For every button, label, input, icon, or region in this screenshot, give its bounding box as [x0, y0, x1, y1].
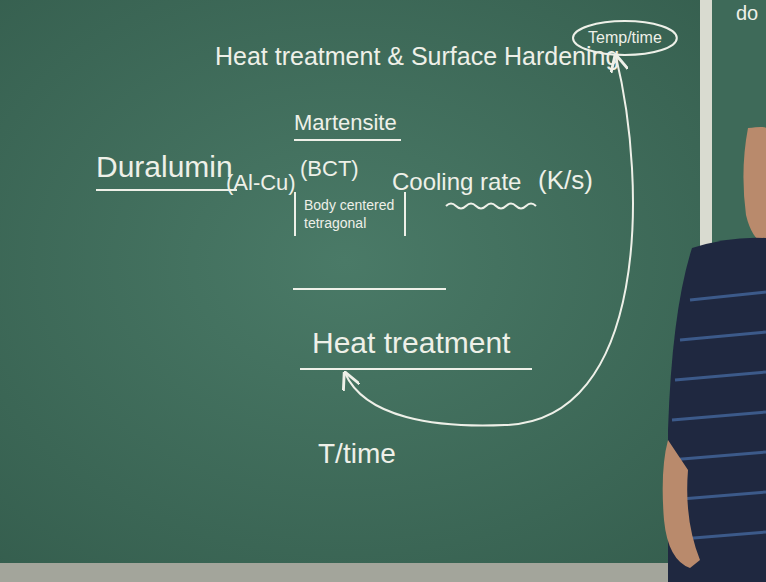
node-text: Temp/time: [588, 29, 662, 47]
node-text: Heat treatment: [312, 326, 510, 360]
next-board: [712, 0, 766, 565]
next-board-text: do: [736, 2, 758, 25]
lecturer-shirt: [668, 238, 766, 582]
alloy-composition: (Al-Cu): [226, 170, 296, 195]
node-text: Body centered tetragonal: [304, 196, 396, 232]
crystal-abbreviation: (BCT): [300, 156, 359, 181]
unit-label: (K/s): [538, 166, 593, 196]
lecturer-head: [743, 127, 766, 245]
cooling-rate-term: Cooling rate: [392, 168, 521, 196]
lecturer-arm: [663, 440, 700, 568]
board-divider: [700, 0, 712, 565]
underlined-heading: Heat treatment: [300, 326, 532, 370]
shirt-stripes: [669, 292, 766, 540]
temperature-time: T/time: [318, 438, 396, 470]
board-title: Heat treatment & Surface Hardening: [215, 42, 619, 71]
wavy-underline: [446, 204, 536, 209]
ellipse-node: Temp/time: [572, 20, 678, 56]
alloy-name: Duralumin: [96, 150, 237, 191]
chalk-ledge: [0, 563, 766, 582]
phase-name: Martensite: [294, 110, 401, 141]
underline: [293, 288, 446, 290]
bracket-box: Body centered tetragonal: [294, 192, 406, 236]
